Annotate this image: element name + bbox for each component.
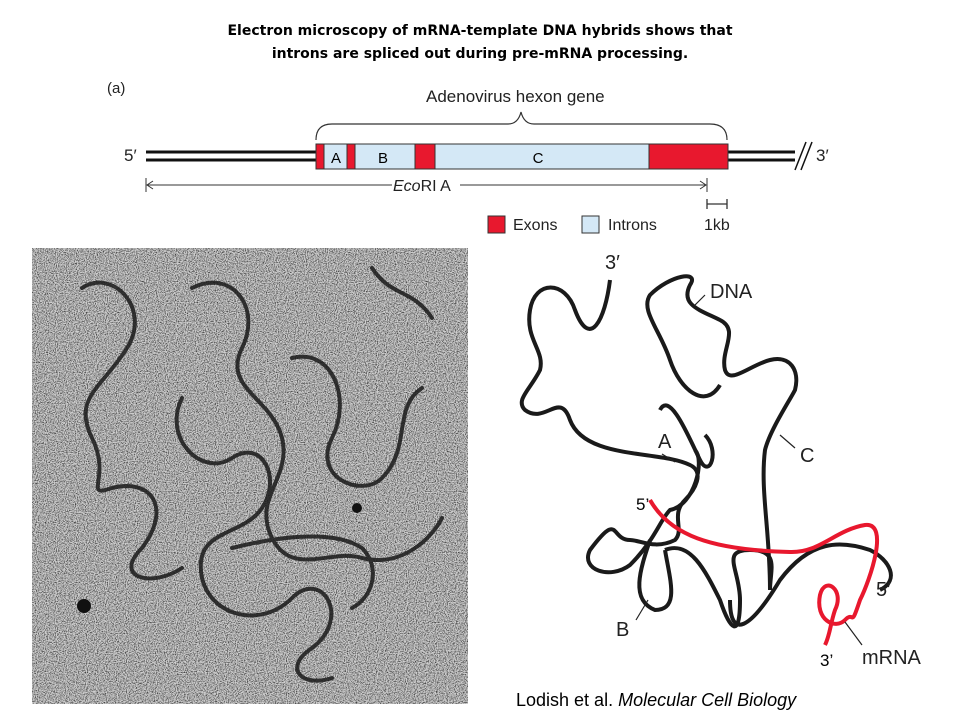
loop-a	[658, 403, 715, 469]
mrna-strand	[648, 499, 880, 646]
scale-label: 1kb	[704, 217, 730, 234]
gene-brace	[315, 111, 728, 141]
gene-label: Adenovirus hexon gene	[426, 87, 605, 106]
dna-3-prime-label: 3′	[605, 252, 620, 274]
ecori-label: EcoRI A	[393, 178, 451, 195]
dna-strand-left	[519, 279, 701, 575]
loop-b-label: B	[616, 619, 629, 641]
loop-c-label: C	[800, 445, 814, 467]
intron-legend-label: Introns	[608, 217, 657, 234]
hybrid-schematic: 3′ DNA A C 5’ 5′ B 3’ mRNA	[519, 252, 922, 670]
dna-strand-right	[728, 542, 893, 627]
dna-5-prime-label: 5′	[876, 579, 891, 601]
segment-a-label: A	[331, 150, 341, 167]
exon-legend-swatch	[487, 215, 506, 234]
exon-legend-label: Exons	[513, 217, 557, 234]
segment-b-label: B	[378, 150, 388, 167]
gene-segments	[315, 143, 729, 170]
break-mark	[794, 141, 813, 171]
intron-b	[354, 143, 416, 170]
mrna-label: mRNA	[862, 647, 922, 669]
exon-3	[414, 143, 436, 170]
credit-book: Molecular Cell Biology	[618, 690, 797, 710]
credit-authors: Lodish et al.	[516, 690, 614, 710]
loop-a-label: A	[658, 431, 672, 453]
electron-micrograph	[32, 248, 468, 704]
panel-label: (a)	[107, 80, 126, 97]
loop-c	[645, 274, 799, 629]
mrna-5-prime-label: 5’	[636, 495, 649, 514]
five-prime-end: 5′	[124, 146, 137, 165]
gene-map-graphic: A B C EcoRI A Exons Introns 1kb	[145, 111, 813, 234]
intron-legend-swatch	[581, 215, 600, 234]
credit: Lodish et al. Molecular Cell Biology	[516, 690, 796, 711]
exon-2	[346, 143, 356, 170]
dna-double-line	[146, 150, 795, 162]
scale-bar	[706, 199, 728, 209]
exon-1	[315, 143, 325, 170]
mrna-3-prime-label: 3’	[820, 651, 833, 670]
intron-c	[434, 143, 650, 170]
exon-4	[648, 143, 729, 170]
gene-map-diagram: (a) Adenovirus hexon gene 5′ 3′ A B C	[0, 0, 960, 245]
slide-title: Electron microscopy of mRNA-template DNA…	[0, 20, 960, 66]
dna-strands	[80, 266, 444, 683]
three-prime-end: 3′	[816, 146, 829, 165]
loop-b	[637, 539, 674, 613]
segment-c-label: C	[533, 150, 544, 167]
ecori-arrow	[145, 178, 708, 192]
title-line-1: Electron microscopy of mRNA-template DNA…	[227, 23, 733, 39]
dna-label: DNA	[710, 281, 753, 303]
title-line-2: introns are spliced out during pre-mRNA …	[271, 46, 689, 62]
label-leaders	[635, 294, 863, 646]
